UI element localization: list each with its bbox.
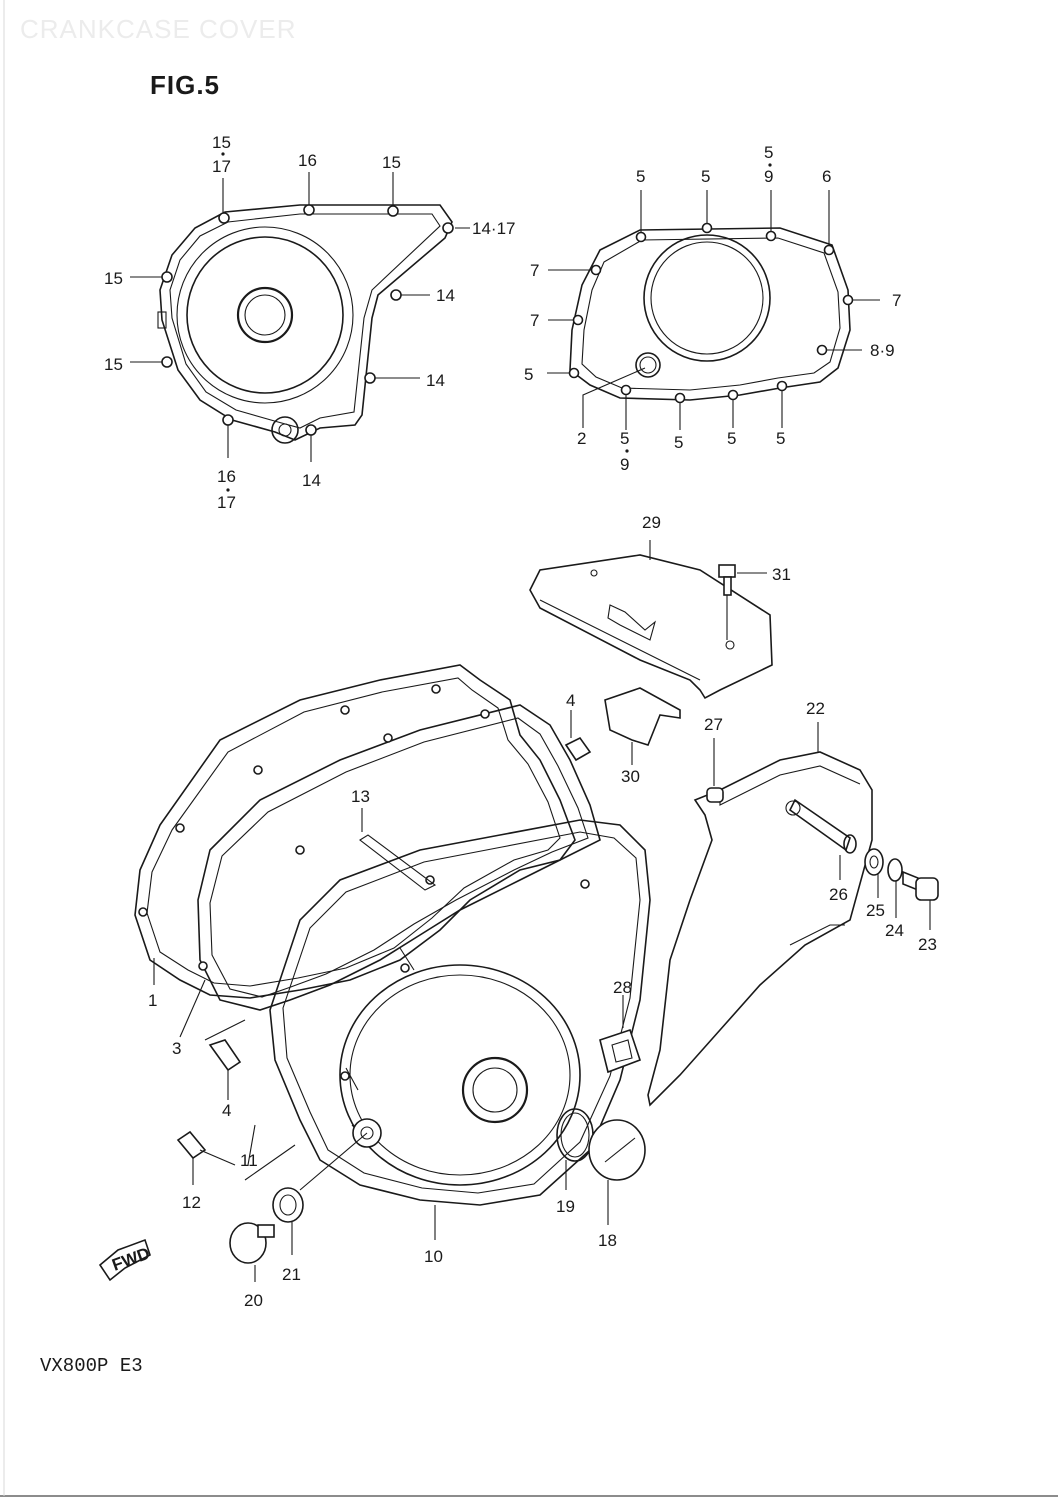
callout-14-17: 14·17 [472,219,515,238]
callout-15-top: 15 [382,153,401,172]
figure-title: FIG.5 [150,70,221,100]
dowel-4-lower [204,1019,246,1100]
dowel-12 [176,1130,236,1185]
callout-5-r3: 5 [764,143,773,162]
model-code: VX800P E3 [40,1355,143,1377]
dowel-4-upper [564,710,592,762]
callout-9-bottom: 9 [620,455,629,474]
callout-30: 30 [621,767,640,786]
callout-5-bottom-2: 5 [674,433,683,452]
callout-7-right: 7 [892,291,901,310]
callout-11: 11 [240,1151,258,1170]
callout-16-bottom: 16 [217,467,236,486]
cap-18 [588,1119,646,1225]
washer-21 [272,1132,368,1255]
callout-26: 26 [829,885,848,904]
callout-21: 21 [282,1265,301,1284]
upper-cover-29 [529,540,773,700]
callout-4-lower: 4 [222,1101,231,1120]
callout-14-upper: 14 [436,286,455,305]
fwd-arrow: FWD [98,1238,153,1282]
callout-14-middle: 14 [426,371,445,390]
callout-8-9: 8·9 [870,341,895,360]
callout-3: 3 [172,1039,181,1058]
callout-4-upper: 4 [566,691,575,710]
callout-19: 19 [556,1197,575,1216]
faint-section-title: CRANKCASE COVER [20,14,297,44]
callout-2: 2 [577,429,586,448]
callout-15-top-left: 15 [212,133,231,152]
callout-5-left: 5 [524,365,533,384]
callout-5-bottom-3: 5 [727,429,736,448]
callout-29: 29 [642,513,661,532]
gasket-1 [134,664,576,999]
o-ring-19 [556,1108,594,1190]
callout-7-upper: 7 [530,261,539,280]
callout-27: 27 [704,715,723,734]
callout-23: 23 [918,935,937,954]
bracket-30 [604,687,681,765]
screw-11-lines [244,1124,296,1181]
callout-5-r2: 5 [701,167,710,186]
callout-5-bottom-4: 5 [776,429,785,448]
plug-28 [599,995,642,1074]
callout-14-bottom: 14 [302,471,321,490]
seal-13 [359,808,437,891]
callout-20: 20 [244,1291,263,1310]
callout-17-bottom: 17 [217,493,236,512]
bolt-31 [718,564,767,596]
callout-labels: 15 17 16 15 14·17 15 15 14 14 14 16 17 5… [104,133,937,1310]
crankcase-cover-10 [269,819,651,1240]
callout-6: 6 [822,167,831,186]
bolt-20 [229,1222,275,1282]
generator-cover-gasket [130,152,470,492]
callout-9-r3: 9 [764,167,773,186]
nut-27 [706,738,724,803]
fwd-label: FWD [110,1244,153,1275]
callout-7-lower: 7 [530,311,539,330]
callout-15-left-lower: 15 [104,355,123,374]
clutch-cover-gasket [547,163,880,453]
callout-12: 12 [182,1193,201,1212]
gasket-holes [138,684,490,971]
gasket-3 [179,704,601,1038]
callout-24: 24 [885,921,904,940]
callout-13: 13 [351,787,370,806]
callout-18: 18 [598,1231,617,1250]
callout-5-r1: 5 [636,167,645,186]
callout-31: 31 [772,565,791,584]
callout-28: 28 [613,978,632,997]
callout-22: 22 [806,699,825,718]
callout-10: 10 [424,1247,443,1266]
callout-17-top-left: 17 [212,157,231,176]
callout-1: 1 [148,991,157,1010]
washer-24 [887,858,903,918]
bolt-23 [902,870,939,930]
callout-25: 25 [866,901,885,920]
callout-16-top: 16 [298,151,317,170]
collar-26 [788,798,857,880]
side-cover-22 [647,722,873,1107]
callout-15-left-upper: 15 [104,269,123,288]
grommet-25 [864,848,884,898]
callout-5-bottom-1: 5 [620,429,629,448]
